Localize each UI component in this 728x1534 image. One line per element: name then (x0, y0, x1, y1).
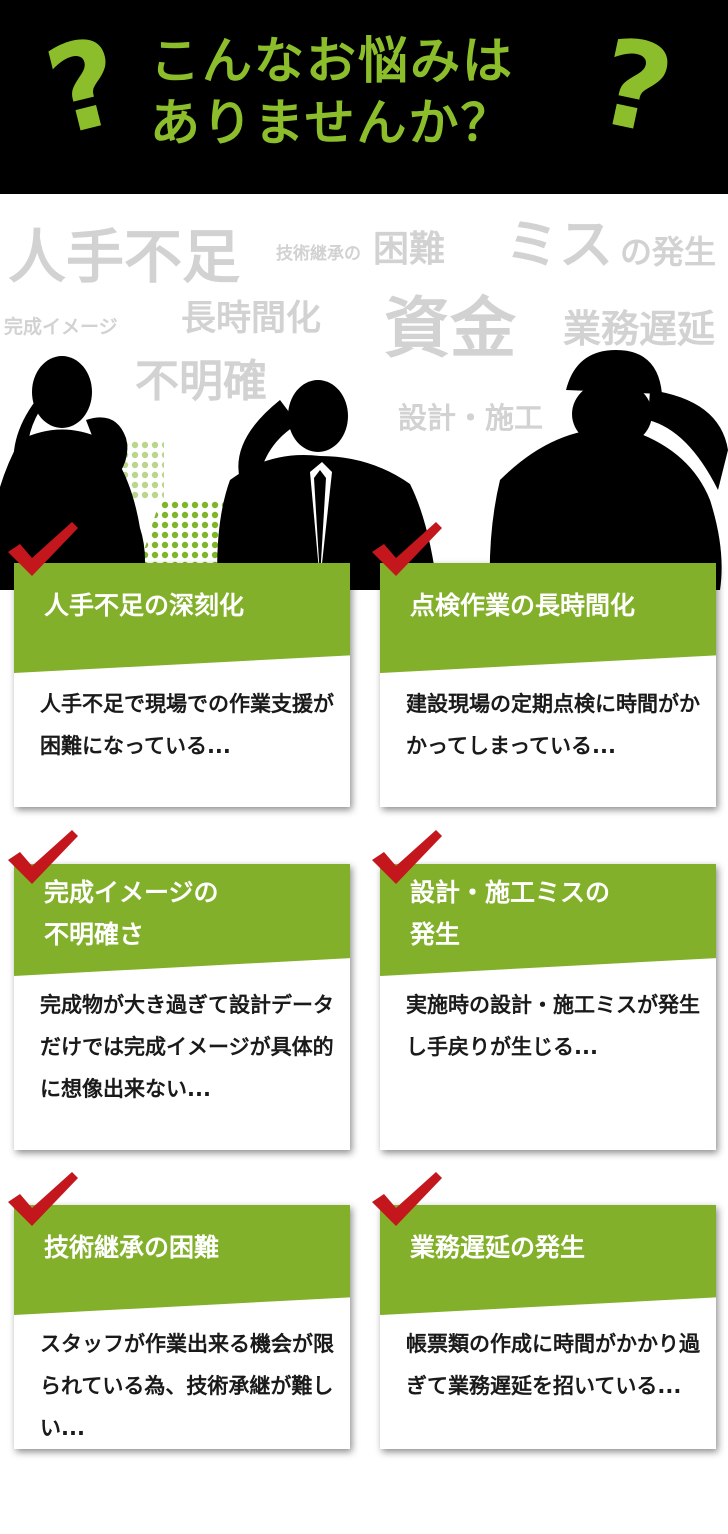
word-mistake: ミス (505, 213, 613, 276)
card-header (380, 563, 716, 673)
card-body: 帳票類の作成に時間がかかり過ぎて業務遅延を招いている... (406, 1332, 700, 1398)
problem-card-inspection-time: 点検作業の長時間化 建設現場の定期点検に時間がかかってしまっている... (380, 563, 716, 807)
word-delay: 業務遅延 (563, 307, 716, 351)
worker-silhouette (489, 350, 728, 590)
card-body: 建設現場の定期点検に時間がかかってしまっている... (406, 692, 700, 758)
question-mark-left-icon: ? (34, 11, 136, 164)
card-title: 業務遅延の発生 (410, 1233, 586, 1262)
woman-silhouette (0, 356, 145, 590)
card-body: 完成物が大き過ぎて設計データだけでは完成イメージが具体的に想像出来ない... (40, 993, 334, 1101)
word-occurrence: の発生 (620, 233, 717, 271)
card-title-line2: 不明確さ (44, 920, 145, 949)
problem-card-business-delay: 業務遅延の発生 帳票類の作成に時間がかかり過ぎて業務遅延を招いている... (380, 1205, 716, 1449)
card-header (380, 1205, 716, 1315)
card-header (14, 563, 350, 673)
check-mark-icon (372, 522, 442, 576)
card-body: 人手不足で現場での作業支援が困難になっている... (40, 692, 334, 758)
word-long-hours: 長時間化 (181, 299, 322, 339)
card-title: 技術継承の困難 (44, 1233, 220, 1262)
page-title-line2: ありませんか？ (150, 94, 513, 152)
check-mark-icon (372, 1172, 442, 1226)
card-body: 実施時の設計・施工ミスが発生し手戻りが生じる... (406, 993, 700, 1059)
word-difficulty: 困難 (373, 229, 446, 270)
check-mark-icon (8, 1172, 78, 1226)
check-mark-icon (372, 830, 442, 884)
card-title-line2: 発生 (410, 920, 461, 949)
check-mark-icon (8, 522, 78, 576)
header-banner: ? こんなお悩みは ありませんか？ ? (0, 0, 728, 194)
card-title-line1: 設計・施工ミスの (410, 878, 611, 907)
worried-people-silhouette (0, 350, 728, 590)
card-title: 点検作業の長時間化 (410, 591, 636, 620)
check-mark-icon (8, 830, 78, 884)
question-mark-right-icon: ? (586, 12, 684, 163)
word-design-construction: 設計・施工 (398, 401, 544, 435)
word-unclear: 不明確 (135, 356, 267, 407)
page-title-line1: こんなお悩みは (150, 32, 514, 90)
word-understaffing: 人手不足 (8, 223, 241, 291)
problem-card-understaffing: 人手不足の深刻化 人手不足で現場での作業支援が困難になっている... (14, 563, 350, 807)
word-tech-transfer: 技術継承の (276, 244, 361, 264)
page-title: こんなお悩みは ありませんか？ (150, 30, 590, 154)
card-header (380, 864, 716, 976)
card-title-line1: 完成イメージの (44, 878, 219, 907)
card-body: スタッフが作業出来る機会が限られている為、技術承継が難しい... (40, 1332, 334, 1440)
problem-card-tech-transfer: 技術継承の困難 スタッフが作業出来る機会が限られている為、技術承継が難しい... (14, 1205, 350, 1449)
word-funds: 資金 (384, 290, 516, 367)
problem-card-completion-image: 完成イメージの 不明確さ 完成物が大き過ぎて設計データだけでは完成イメージが具体… (14, 864, 350, 1150)
card-header (14, 1205, 350, 1315)
card-title: 人手不足の深刻化 (44, 591, 245, 620)
problem-card-design-mistakes: 設計・施工ミスの 発生 実施時の設計・施工ミスが発生し手戻りが生じる... (380, 864, 716, 1150)
card-header (14, 864, 350, 976)
word-completion-image: 完成イメージ (4, 316, 118, 338)
